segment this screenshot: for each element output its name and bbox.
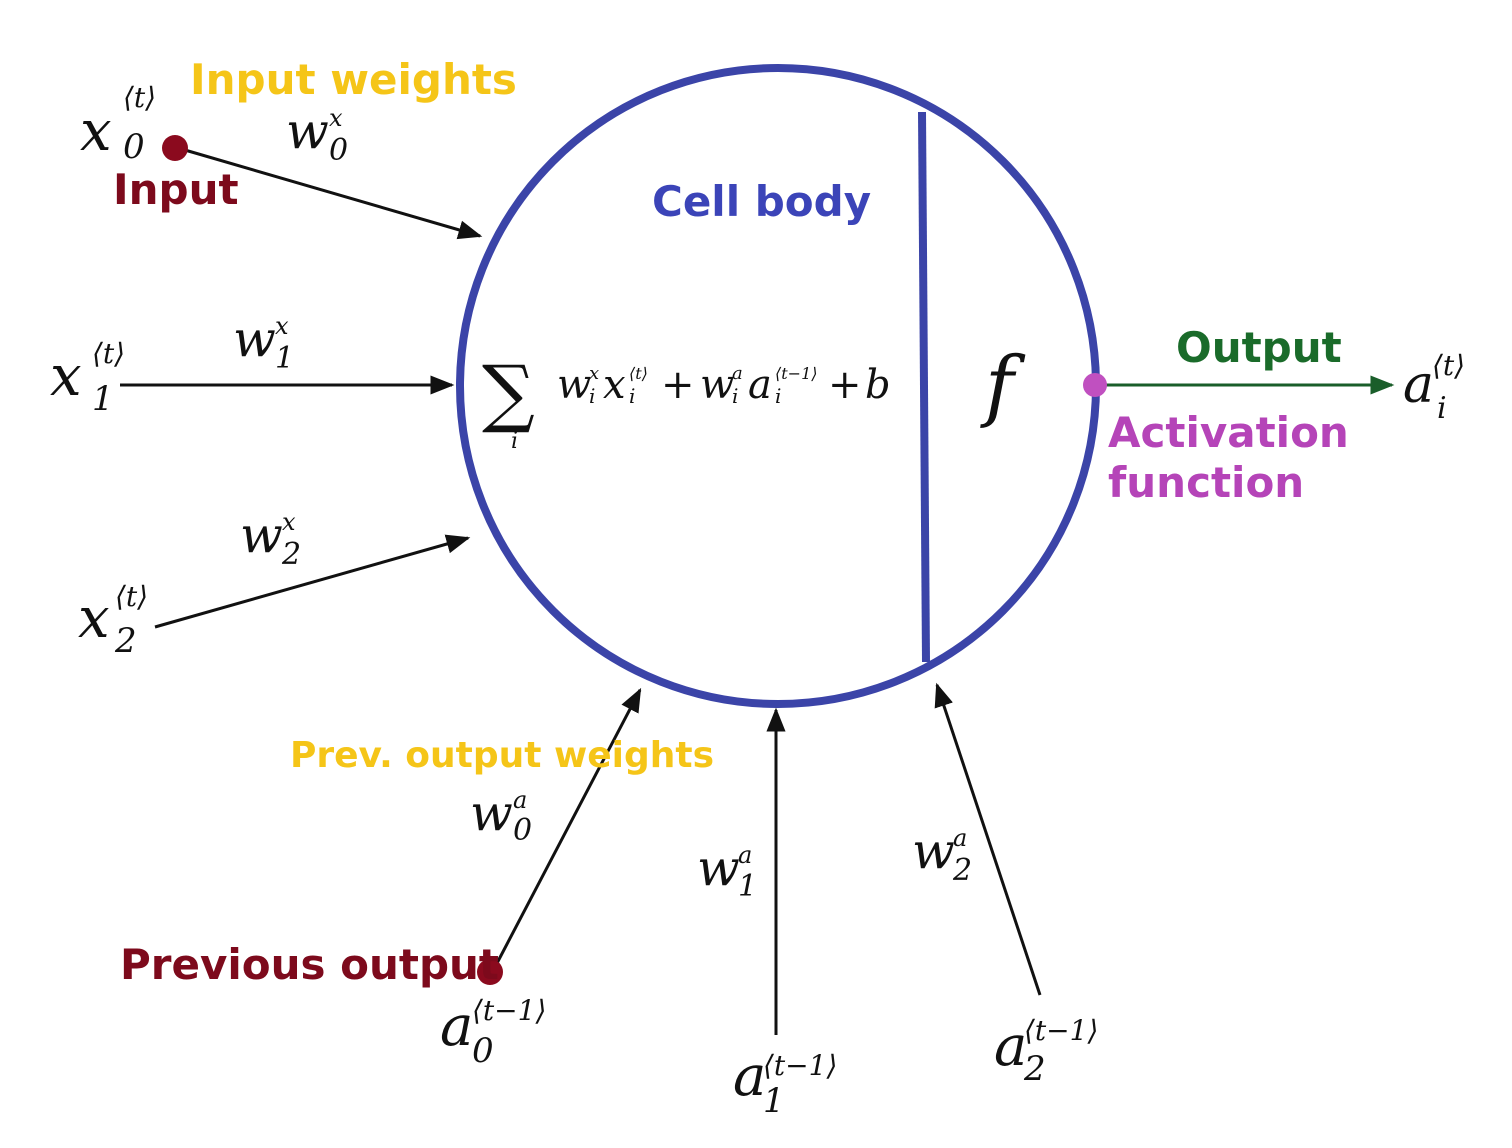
output-ai-sup: ⟨t⟩ xyxy=(1432,349,1465,382)
input-x2: x ⟨t⟩ 2 xyxy=(78,580,148,661)
input-dot xyxy=(162,135,188,161)
prev-a0-base: a xyxy=(440,994,473,1059)
weight-wa0-base: w xyxy=(470,784,513,842)
formula-w-prev-sub: i xyxy=(732,384,738,408)
weight-wa0-sub: 0 xyxy=(513,813,532,848)
output-dot xyxy=(1083,373,1107,397)
weight-wx2: w x 2 xyxy=(240,506,301,572)
formula-w-prev: w xyxy=(700,362,734,408)
activation-f: f xyxy=(980,341,1026,431)
input-x0-sup: ⟨t⟩ xyxy=(123,81,156,114)
input-arrow-0 xyxy=(177,146,483,240)
formula-a-sup: ⟨t−1⟩ xyxy=(775,364,818,383)
formula-w-prev-sup: a xyxy=(732,363,743,384)
label-prev-output-weights: Prev. output weights xyxy=(290,735,714,776)
formula-b: b xyxy=(865,362,891,408)
formula-x: x xyxy=(603,362,626,408)
weight-wa1: w a 1 xyxy=(697,839,757,904)
cell-divider xyxy=(918,111,930,663)
label-output: Output xyxy=(1176,323,1342,372)
formula-plus-1: + xyxy=(661,362,695,408)
input-x1-base: x xyxy=(50,344,82,409)
weight-wa1-base: w xyxy=(697,839,740,897)
input-x0-sub: 0 xyxy=(123,127,145,167)
weight-wa0: w a 0 xyxy=(470,784,532,848)
formula-x-sub: i xyxy=(629,384,635,408)
weight-wx0-sub: 0 xyxy=(329,133,348,168)
weight-wa1-sup: a xyxy=(738,841,752,869)
formula-w-input-sup: x xyxy=(589,363,599,384)
prev-a2-base: a xyxy=(994,1014,1027,1079)
weight-wx2-base: w xyxy=(240,506,283,564)
label-activation-line1: Activation xyxy=(1108,408,1349,457)
input-x1-sub: 1 xyxy=(92,379,114,419)
prev-a0-sub: 0 xyxy=(472,1031,494,1071)
weight-wx1-sup: x xyxy=(275,312,289,340)
weight-wa2: w a 2 xyxy=(912,822,972,888)
weight-wa2-sub: 2 xyxy=(952,853,972,888)
prev-a2: a ⟨t−1⟩ 2 xyxy=(994,1014,1098,1089)
label-previous-output: Previous output xyxy=(120,940,499,989)
input-x0: x ⟨t⟩ 0 xyxy=(80,81,156,167)
formula-a: a xyxy=(748,362,772,408)
weight-wx1-sub: 1 xyxy=(275,341,294,376)
prev-a1-sup: ⟨t−1⟩ xyxy=(763,1049,837,1082)
prev-a0-sup: ⟨t−1⟩ xyxy=(472,994,546,1027)
input-x0-base: x xyxy=(80,99,112,164)
prev-a1-sub: 1 xyxy=(763,1081,785,1121)
input-x1: x ⟨t⟩ 1 xyxy=(50,337,125,419)
output-ai-sub: i xyxy=(1437,391,1447,426)
formula-plus-2: + xyxy=(828,362,862,408)
formula-w-input: w xyxy=(557,362,591,408)
weighted-sum-formula: ∑ i w x i x ⟨t⟩ i + w a i a ⟨t−1⟩ i + b xyxy=(482,350,891,454)
formula-a-sub: i xyxy=(775,384,781,408)
weight-wx2-sup: x xyxy=(282,508,296,536)
weight-wx1: w x 1 xyxy=(233,310,294,376)
weight-wa2-sup: a xyxy=(953,824,967,852)
sum-symbol: ∑ xyxy=(482,350,535,436)
output-ai: a ⟨t⟩ i xyxy=(1403,349,1465,426)
sum-index: i xyxy=(511,429,518,454)
weight-wx0-sup: x xyxy=(329,104,343,132)
label-cell-body: Cell body xyxy=(652,177,871,226)
input-arrow-2 xyxy=(154,534,471,629)
weight-wa2-base: w xyxy=(912,822,955,880)
prev-a0: a ⟨t−1⟩ 0 xyxy=(440,994,546,1071)
weight-wa1-sub: 1 xyxy=(738,869,757,904)
input-x1-sup: ⟨t⟩ xyxy=(92,337,125,370)
prev-arrow-2 xyxy=(934,682,1042,996)
previous-output-dot xyxy=(477,959,503,985)
weight-wx0-base: w xyxy=(286,102,329,160)
weight-wx1-base: w xyxy=(233,310,276,368)
output-ai-base: a xyxy=(1403,355,1434,415)
prev-a2-sub: 2 xyxy=(1023,1049,1046,1089)
label-input: Input xyxy=(113,165,239,214)
formula-x-sup: ⟨t⟩ xyxy=(629,364,648,383)
formula-w-input-sub: i xyxy=(589,384,595,408)
weight-wx2-sub: 2 xyxy=(281,537,301,572)
input-x2-sup: ⟨t⟩ xyxy=(115,580,148,613)
label-input-weights: Input weights xyxy=(190,55,517,104)
input-x2-base: x xyxy=(78,586,110,651)
prev-a2-sup: ⟨t−1⟩ xyxy=(1024,1014,1098,1047)
label-activation-line2: function xyxy=(1108,458,1304,507)
prev-arrow-0 xyxy=(493,687,642,968)
prev-a1-base: a xyxy=(733,1044,766,1109)
weight-wa0-sup: a xyxy=(513,786,527,814)
weight-wx0: w x 0 xyxy=(286,102,348,168)
input-x2-sub: 2 xyxy=(114,621,137,661)
prev-a1: a ⟨t−1⟩ 1 xyxy=(733,1044,837,1121)
